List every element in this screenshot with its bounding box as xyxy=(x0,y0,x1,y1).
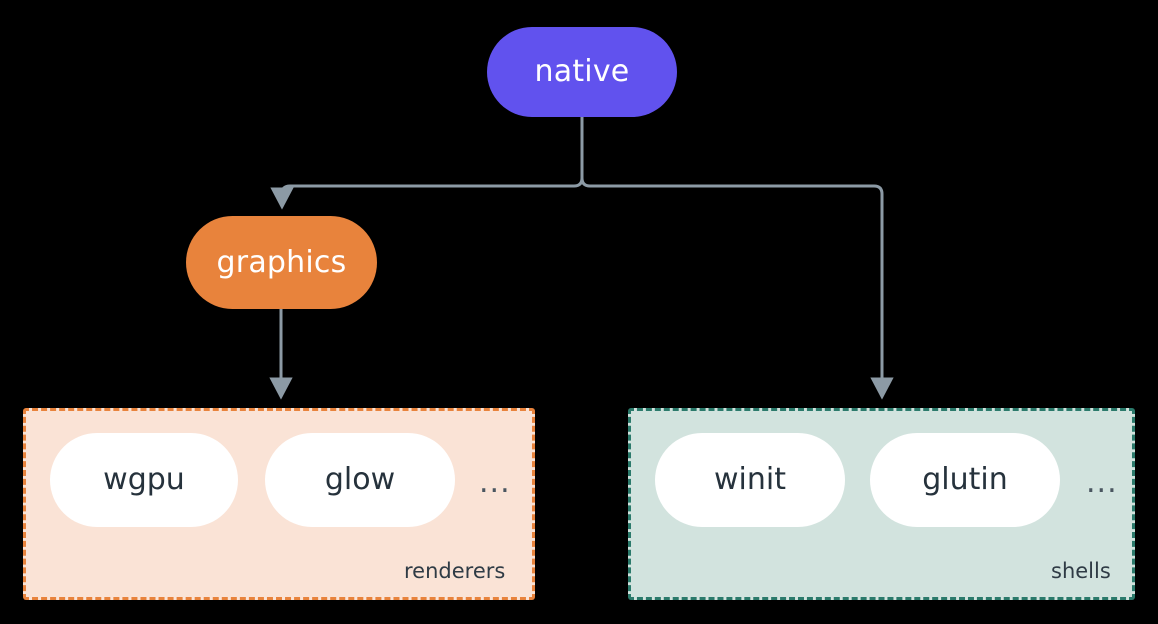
node-native-label: native xyxy=(534,54,630,89)
node-native[interactable]: native xyxy=(487,27,677,117)
leaf-node-wgpu-label: wgpu xyxy=(103,462,185,497)
leaf-node-winit[interactable]: winit xyxy=(655,433,845,527)
leaf-node-glutin-label: glutin xyxy=(922,462,1008,497)
edge-native-to-graphics xyxy=(270,115,584,210)
leaf-node-wgpu[interactable]: wgpu xyxy=(50,433,238,527)
leaf-node-glutin[interactable]: glutin xyxy=(870,433,1060,527)
cluster-renderers-label: renderers xyxy=(404,559,506,583)
node-graphics-label: graphics xyxy=(216,244,347,280)
cluster-shells-label: shells xyxy=(1051,559,1111,583)
cluster-shells-ellipsis: ... xyxy=(1086,465,1118,500)
leaf-node-glow-label: glow xyxy=(324,462,396,497)
edge-native-to-shells xyxy=(580,115,894,400)
leaf-node-winit-label: winit xyxy=(714,462,786,497)
leaf-node-glow[interactable]: glow xyxy=(265,433,455,527)
node-graphics[interactable]: graphics xyxy=(186,216,377,309)
cluster-renderers-ellipsis: ... xyxy=(479,465,511,500)
